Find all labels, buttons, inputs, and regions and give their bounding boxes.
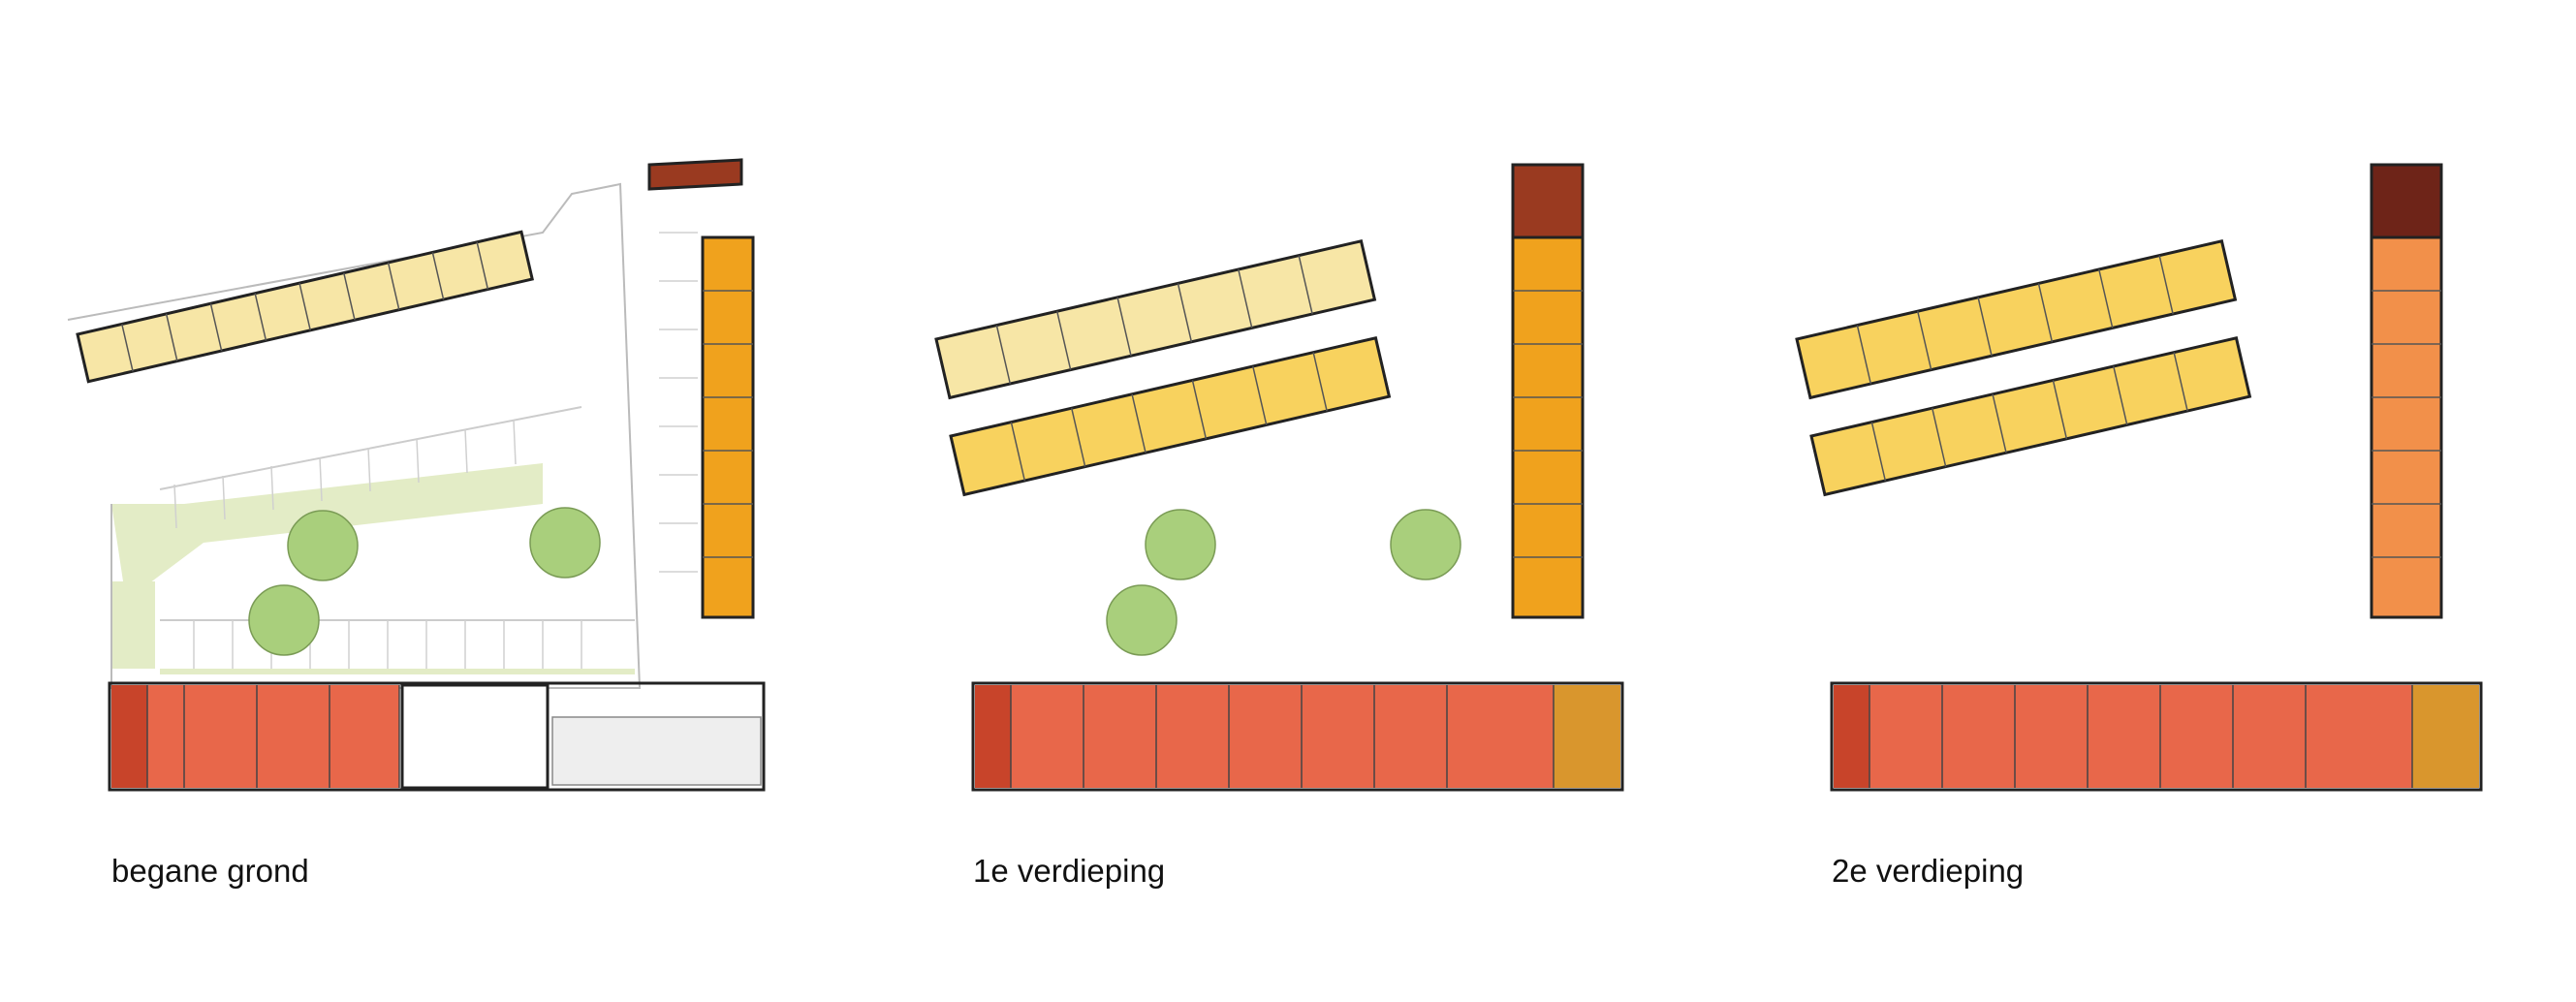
- north-wing-lower: [1809, 335, 2252, 497]
- storage-room: [400, 683, 550, 790]
- east-wing-dividers: [1513, 290, 1583, 558]
- corner-unit-top: [1511, 163, 1585, 239]
- parking-line: [159, 406, 582, 490]
- parking-bays: [173, 232, 698, 669]
- east-wing-dividers: [2372, 290, 2441, 558]
- plan-caption-first: 1e verdieping: [973, 853, 1166, 889]
- south-dividers: [1010, 685, 1555, 788]
- south-unit: [975, 685, 1011, 788]
- plan-caption-second: 2e verdieping: [1832, 853, 2025, 889]
- ground-floor-drawing: [67, 158, 766, 792]
- tree: [1106, 584, 1178, 656]
- south-wing-frame: [1830, 681, 2483, 792]
- south-dividers: [146, 685, 400, 788]
- south-wing-frame: [108, 681, 766, 792]
- east-wing: [2370, 235, 2443, 619]
- tree: [1390, 509, 1461, 580]
- south-unit: [1011, 685, 1554, 788]
- courtyard-lawn-strip: [111, 581, 155, 669]
- south-unit-end: [2412, 685, 2479, 788]
- first-floor-drawing: [934, 163, 1624, 792]
- south-unit: [1869, 685, 2412, 788]
- south-unit: [147, 685, 399, 788]
- tree: [248, 584, 320, 656]
- south-dividers: [1869, 685, 2413, 788]
- north-wing-upper: [1795, 238, 2238, 400]
- north-wing: [76, 230, 535, 384]
- floor-plan-ground: begane grond: [0, 0, 859, 1002]
- tree: [529, 507, 601, 579]
- tree: [1145, 509, 1216, 580]
- south-wing-frame: [971, 681, 1624, 792]
- corner-unit-top: [2370, 163, 2443, 239]
- plan-caption-ground: begane grond: [111, 853, 309, 889]
- north-wing-lower: [949, 335, 1392, 497]
- second-floor-drawing: [1795, 163, 2483, 792]
- corner-unit-top: [647, 158, 743, 191]
- east-wing-dividers: [703, 290, 753, 558]
- bike-storage: [551, 716, 762, 786]
- floor-plan-first: 1e verdieping: [859, 0, 1717, 1002]
- north-wing-upper: [934, 238, 1377, 400]
- east-wing: [701, 235, 755, 619]
- south-unit-end: [1554, 685, 1620, 788]
- courtyard-path: [160, 669, 635, 674]
- east-wing: [1511, 235, 1585, 619]
- floor-plan-second: 2e verdieping: [1717, 0, 2576, 1002]
- south-unit: [1834, 685, 1869, 788]
- courtyard-lawn: [111, 463, 543, 601]
- south-unit: [111, 685, 147, 788]
- tree: [287, 510, 359, 581]
